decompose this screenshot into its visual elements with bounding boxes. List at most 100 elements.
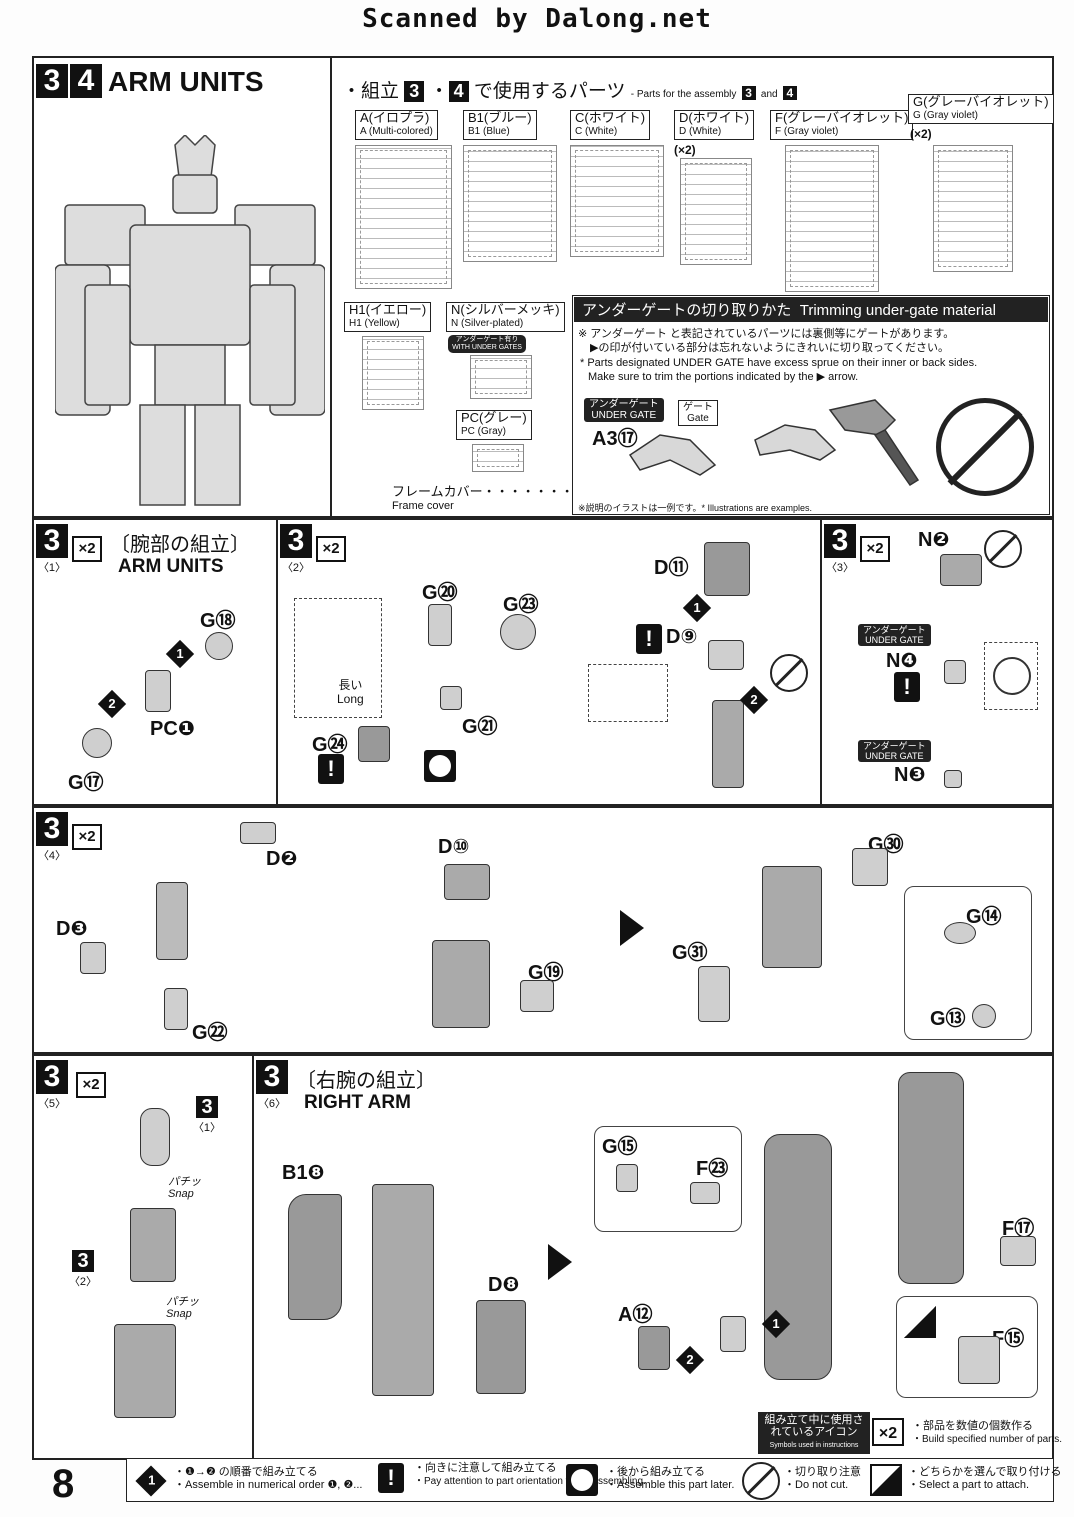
part-f15-shape xyxy=(958,1336,1000,1384)
label-g24: G㉔ xyxy=(312,734,348,756)
runner-d xyxy=(680,158,752,265)
parts-en-digit-3: 3 xyxy=(741,86,756,100)
step-4-num: 3 xyxy=(36,812,68,846)
label-n4: N❹ xyxy=(886,650,918,672)
label-n2: N❷ xyxy=(918,529,950,551)
part-d10-shape xyxy=(444,864,490,900)
label-a12: A⑫ xyxy=(618,1304,653,1326)
attention-icon-g24: ! xyxy=(318,754,344,784)
trim-illustrations xyxy=(628,399,920,487)
label-g20: G⑳ xyxy=(422,582,458,604)
step-3-mult: ×2 xyxy=(860,536,890,562)
label-d2: D❷ xyxy=(266,848,298,870)
x2-icon: ×2 xyxy=(872,1418,904,1446)
part-d8-shape xyxy=(476,1300,526,1394)
g15-detail xyxy=(594,1126,742,1232)
runner-n xyxy=(470,355,532,399)
frame-cover-en: Frame cover xyxy=(392,500,454,512)
order-1-marker: 1 xyxy=(165,639,195,669)
part-pc1-shape xyxy=(145,670,171,712)
parts-digit-4: 4 xyxy=(448,81,469,102)
label-d9: D⑨ xyxy=(666,626,698,648)
part-arm-shape xyxy=(712,700,744,788)
legend-x2: ・部品を数値の個数作る・Build specified number of pa… xyxy=(912,1420,1063,1445)
part-n2-shape xyxy=(940,554,982,586)
part-g-qty: (×2) xyxy=(910,127,932,141)
part-g18-shape xyxy=(205,632,233,660)
select-part-icon xyxy=(870,1464,902,1496)
legend-select: ・どちらかを選んで取り付ける・Select a part to attach. xyxy=(908,1466,1062,1491)
part-f17-shape xyxy=(1000,1236,1036,1266)
row-2 xyxy=(32,806,1054,1054)
label-g19: G⑲ xyxy=(528,962,564,984)
f15-detail xyxy=(896,1296,1038,1398)
label-g17: G⑰ xyxy=(68,772,104,794)
runner-b1 xyxy=(463,145,557,262)
part-g31-shape xyxy=(698,966,730,1022)
label-d11: D⑪ xyxy=(654,557,689,579)
attention-icon: ! xyxy=(378,1463,404,1493)
top-divider xyxy=(330,58,332,518)
part-f23-shape xyxy=(690,1182,720,1204)
part-n3-shape xyxy=(944,770,962,788)
trimming-note-jp-1: ※ アンダーゲート と表記されているパーツには裏側等にゲートがあります。 xyxy=(578,328,955,340)
step-3-sub: 〈3〉 xyxy=(825,562,855,574)
step-1-title-jp: 〔腕部の組立〕 xyxy=(110,534,250,556)
part-b1: B1(ブルー)B1 (Blue) xyxy=(463,110,537,140)
frame-cover: フレームカバー・・・・・・・・2 Frame cover xyxy=(392,485,594,513)
attention-icon-d9: ! xyxy=(636,624,662,654)
part-forearm-final-shape xyxy=(898,1072,964,1284)
legend-order: ・❶→❷ の順番で組み立てる・Assemble in numerical ord… xyxy=(174,1466,363,1491)
scan-credit: Scanned by Dalong.net xyxy=(362,4,712,34)
step-1-sub: 〈1〉 xyxy=(37,562,67,574)
parts-en-digit-4: 4 xyxy=(782,86,797,100)
step-5-sub: 〈5〉 xyxy=(37,1098,67,1110)
part-d9-shape xyxy=(708,640,744,670)
part-g: G(グレーバイオレット)G (Gray violet) xyxy=(908,94,1054,124)
part-a: A(イロプラ)A (Multi-colored) xyxy=(355,110,438,140)
parts-heading-suffix: で使用するパーツ xyxy=(473,81,626,102)
assemble-later-icon xyxy=(424,750,456,782)
order-1-marker-2: 1 xyxy=(682,593,712,623)
step-digit-4: 4 xyxy=(70,64,102,98)
label-g23: G㉓ xyxy=(503,594,539,616)
part-g20-shape xyxy=(428,604,452,646)
part-d3-shape xyxy=(80,942,106,974)
n4-detail xyxy=(984,642,1038,710)
order-2-marker: 2 xyxy=(97,689,127,719)
step-3-num: 3 xyxy=(824,524,856,558)
step-2-mult: ×2 xyxy=(316,536,346,562)
part-g30-shape xyxy=(852,848,888,886)
step-4-mult: ×2 xyxy=(72,824,102,850)
part-g17-shape xyxy=(82,728,112,758)
part-d-qty: (×2) xyxy=(674,143,696,157)
no-cut-icon-n2 xyxy=(984,530,1022,568)
part-g23-shape xyxy=(500,614,536,650)
part-pc: PC(グレー)PC (Gray) xyxy=(456,410,532,440)
part-assembly-2-shape xyxy=(762,866,822,968)
label-f23: F㉓ xyxy=(696,1158,729,1180)
parts-digit-3: 3 xyxy=(404,81,425,102)
part-f: F(グレーバイオレット)F (Gray violet) xyxy=(770,110,914,140)
label-g31: G㉛ xyxy=(672,942,708,964)
robot-illustration xyxy=(55,135,325,506)
label-f17: F⑰ xyxy=(1002,1218,1035,1240)
part-forearm-shape xyxy=(114,1324,176,1418)
part-c: C(ホワイト)C (White) xyxy=(570,110,651,140)
runner-a xyxy=(355,145,452,289)
step-4-sub: 〈4〉 xyxy=(37,850,67,862)
trim-example-label: A3⑰ xyxy=(592,428,638,450)
row3-div xyxy=(252,1056,254,1458)
row1-div-a xyxy=(276,520,278,804)
ref-step-1-num: 3 xyxy=(196,1096,218,1118)
legend-nocut: ・切り取り注意・Do not cut. xyxy=(784,1466,861,1491)
part-forearm-6-shape xyxy=(764,1134,832,1380)
runner-c xyxy=(570,145,664,257)
part-d11-shape xyxy=(704,542,750,596)
row1-div-b xyxy=(820,520,822,804)
